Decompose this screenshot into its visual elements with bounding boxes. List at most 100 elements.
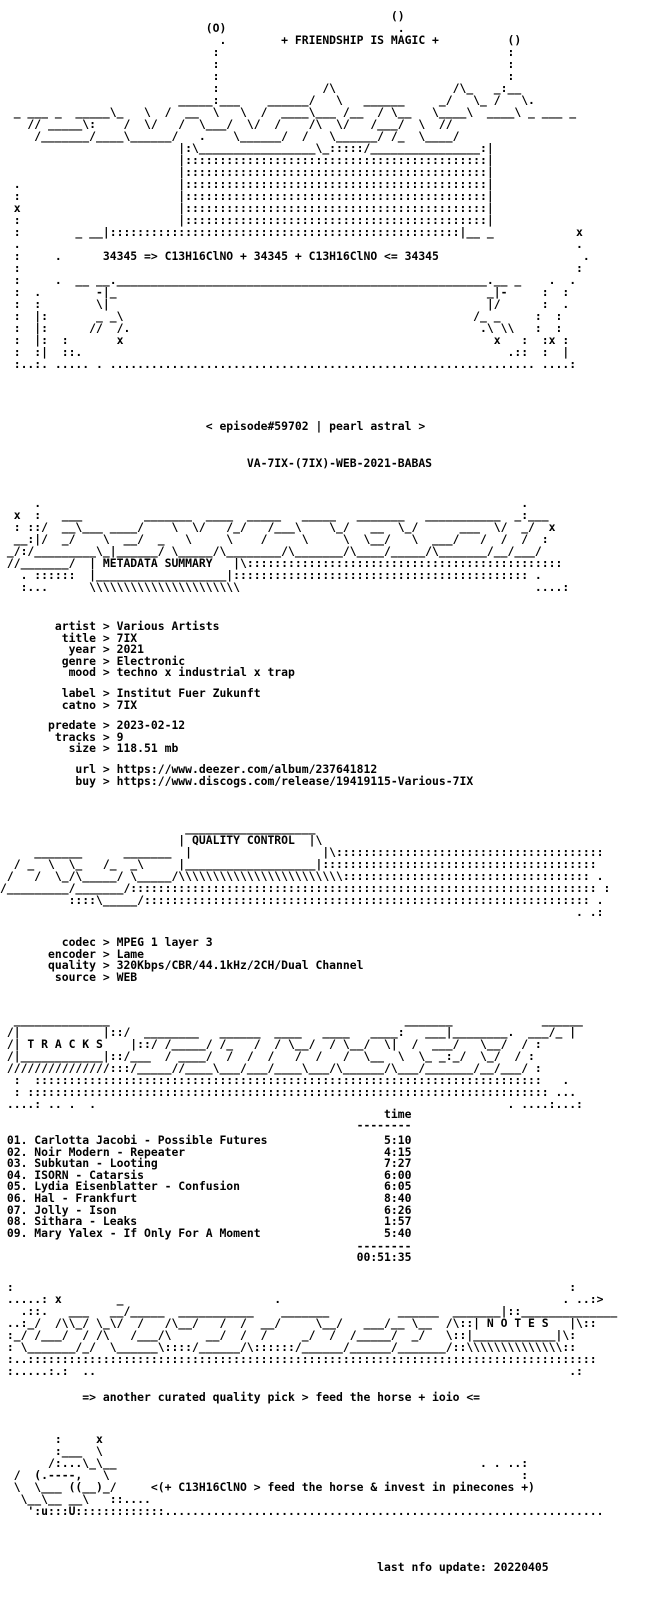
quality-section-art: /_________/_______/:::::::::::::::::::::… xyxy=(0,881,611,895)
logo-art-line: (O) . xyxy=(0,21,405,35)
footer-art: ':u:::U:::::::::::::....................… xyxy=(0,1504,604,1518)
track-row: 04. ISORN - Catarsis 6:00 xyxy=(0,1167,412,1182)
footer-art: / (.----, \ : xyxy=(0,1468,529,1482)
notes-section-art: :..:::::::::::::::::::::::::::::::::::::… xyxy=(0,1352,597,1366)
tracks-section-art: : ::::::::::::::::::::::::::::::::::::::… xyxy=(0,1085,577,1099)
logo-art-line: // _____\: / \/ / \___/ \/ / /\ \/ /___/… xyxy=(0,117,453,131)
quality-codec: codec > MPEG 1 layer 3 xyxy=(0,935,213,949)
notes-section-art: .::. ___ __/_____ ___________ _______ __… xyxy=(0,1304,618,1318)
quality-encoder: encoder > Lame xyxy=(0,946,145,961)
track-row: 06. Hal - Frankfurt 8:40 xyxy=(0,1191,412,1205)
metadata-mood: mood > techno x industrial x trap xyxy=(0,665,295,680)
logo-art-line: _____:___ ______/ \ ______ _/ \_ / \. xyxy=(0,93,535,107)
notes-section-art: : \_______/_/ \______\::::/______/\:::::… xyxy=(0,1340,577,1354)
track-row: 07. Jolly - Ison 6:26 xyxy=(0,1202,412,1217)
notes-section-art: :.....:.: .. .: xyxy=(0,1364,583,1378)
tracks-time-header: time xyxy=(0,1107,412,1121)
tracks-section-art: /| T R A C K S |::/ /_____/ /_ / / \__/ … xyxy=(0,1037,542,1051)
metadata-predate: predate > 2023-02-12 xyxy=(0,718,186,733)
tracks-section-art: : ::::::::::::::::::::::::::::::::::::::… xyxy=(0,1073,570,1087)
quality-source: source > WEB xyxy=(0,969,138,984)
last-update: last nfo update: 20220405 xyxy=(0,1560,549,1574)
notes-section-art: ..:_/ /\\_/ \_\/ / /\__/ / / __/ \__/ __… xyxy=(0,1316,597,1330)
logo-art-line: _ ___ _ _____\_ \ / __ \ \ / ____\___ /_… xyxy=(0,105,577,119)
quality-section-art: | QUALITY CONTROL |\ xyxy=(0,833,323,847)
notes-section-art: :_/ /___/ / /\ /___/\ __/ / / _/ / /____… xyxy=(0,1328,577,1342)
logo-art-line: : |:::::::::::::::::::::::::::::::::::::… xyxy=(0,189,494,203)
tracks-section-art: /| |::/ ________ ______ ____ ____ ____: … xyxy=(0,1025,577,1039)
footer-art: \ \___ ((__)_/ xyxy=(0,1480,131,1494)
footer-art: : x xyxy=(0,1432,103,1446)
episode-label: < episode#59702 | pearl astral > xyxy=(0,419,426,433)
tracks-section-art: ______________ _______ ______ xyxy=(0,1013,583,1027)
track-row: 02. Noir Modern - Repeater 4:15 xyxy=(0,1144,412,1159)
logo-art-line: . + FRIENDSHIP IS MAGIC + () xyxy=(0,33,522,47)
metadata-section-art: x : ___ _______ ____ _____ _____ _______… xyxy=(0,508,549,522)
logo-art-line: :..:. ..... . ..........................… xyxy=(0,357,577,371)
metadata-url: url > https://www.deezer.com/album/23764… xyxy=(0,762,378,776)
track-row: 08. Sithara - Leaks 1:57 xyxy=(0,1214,412,1229)
quality-quality: quality > 320Kbps/CBR/44.1kHz/2CH/Dual C… xyxy=(0,958,364,973)
metadata-genre: genre > Electronic xyxy=(0,653,186,668)
notes-section-art: : : xyxy=(0,1280,577,1294)
metadata-section-art: . . xyxy=(0,496,529,510)
quality-section-art: . .: xyxy=(0,905,604,919)
metadata-section-art: _/:/_________\_|______/ \_____/\________… xyxy=(0,544,542,558)
logo-art-line: : . __ __.______________________________… xyxy=(0,273,577,287)
logo-art-line: : : \| |/ : . xyxy=(0,297,570,311)
metadata-section-art: :... \\\\\\\\\\\\\\\\\\\\\\ ....: xyxy=(0,580,570,594)
logo-art-line: : |: : x x : :x : xyxy=(0,333,570,347)
footer-art: \__\__ __\ ::.... xyxy=(0,1492,151,1506)
logo-art-line: : : xyxy=(0,57,515,71)
track-row: 05. Lydia Eisenblatter - Confusion 6:05 xyxy=(0,1179,412,1194)
logo-art-line: |:\_________________\_:::::/____________… xyxy=(0,141,494,155)
logo-art-line: : : xyxy=(0,261,583,275)
tracks-divider: -------- xyxy=(0,1239,412,1253)
track-row: 09. Mary Yalex - If Only For A Moment 5:… xyxy=(0,1225,412,1240)
logo-art-line: : :| ::. .:: : | xyxy=(0,345,570,359)
metadata-section-art: __:|/ _/ \ __/ _ \ \ / \ \ \__/ \ ___/ /… xyxy=(0,532,549,546)
quality-section-art: ___________________ xyxy=(0,821,316,835)
notes-section-art: .....: x _ . . ..:> xyxy=(0,1292,604,1306)
metadata-tracks: tracks > 9 xyxy=(0,729,124,744)
quality-section-art: ::::\_____/:::::::::::::::::::::::::::::… xyxy=(0,893,604,907)
metadata-label: label > Institut Fuer Zukunft xyxy=(0,686,261,700)
logo-art-line: : _ __|:::::::::::::::::::::::::::::::::… xyxy=(0,225,583,239)
metadata-catno: catno > 7IX xyxy=(0,697,138,712)
footer-tag: <(+ C13H16ClNO > feed the horse & invest… xyxy=(0,1480,535,1494)
logo-art-line: |:::::::::::::::::::::::::::::::::::::::… xyxy=(0,153,494,167)
metadata-title: title > 7IX xyxy=(0,630,138,645)
track-row: 03. Subkutan - Looting 7:27 xyxy=(0,1156,412,1171)
logo-art-line: : |: // /. .\ \\ : : xyxy=(0,321,563,335)
quality-section-art: / _ \ \_ /_ _\ |___________________|::::… xyxy=(0,857,597,871)
metadata-buy: buy > https://www.discogs.com/release/19… xyxy=(0,773,474,788)
metadata-section-art: //_______/ | METADATA SUMMARY |\::::::::… xyxy=(0,556,563,570)
release-name: VA-7IX-(7IX)-WEB-2021-BABAS xyxy=(0,456,433,470)
tracks-section-art: ///////////////:::/_____//____\___/___/_… xyxy=(0,1061,542,1075)
footer-art: :___ \ xyxy=(0,1444,103,1458)
logo-art-line: /_______/____\______/ . \______/ / \____… xyxy=(0,129,460,143)
logo-art-line: : |: _ _\ /_ _ : : xyxy=(0,309,563,323)
logo-art-line: () xyxy=(0,9,405,23)
track-row: 01. Carlotta Jacobi - Possible Futures 5… xyxy=(0,1133,412,1147)
logo-art-line: : . 34345 => C13H16ClNO + 34345 + C13H16… xyxy=(0,249,590,263)
logo-art-line: : : xyxy=(0,69,515,83)
logo-art-line: |:::::::::::::::::::::::::::::::::::::::… xyxy=(0,165,494,179)
notes-text: => another curated quality pick > feed t… xyxy=(0,1390,481,1404)
quality-section-art: / / \_/\_____/ \_____/\\\\\\\\\\\\\\\\\\… xyxy=(0,869,604,883)
logo-art-line: x |:::::::::::::::::::::::::::::::::::::… xyxy=(0,201,494,215)
metadata-artist: artist > Various Artists xyxy=(0,619,220,633)
tracks-section-art: ....: .. . . . ....:...: xyxy=(0,1097,583,1111)
metadata-size: size > 118.51 mb xyxy=(0,741,179,756)
metadata-section-art: . :::::: |___________________|::::::::::… xyxy=(0,568,542,582)
tracks-section-art: /|____________|::/___ / ____/ / / / / / … xyxy=(0,1049,535,1063)
footer-art: /:...\_\__ . . ..: xyxy=(0,1456,529,1470)
metadata-year: year > 2021 xyxy=(0,642,145,657)
quality-section-art: _______ _______ | |\::::::::::::::::::::… xyxy=(0,845,604,859)
logo-art-line: . |:::::::::::::::::::::::::::::::::::::… xyxy=(0,177,494,191)
tracks-total-time: 00:51:35 xyxy=(0,1250,412,1264)
logo-art-line: : /\ /\_ _:__ xyxy=(0,81,535,95)
logo-art-line: . . xyxy=(0,237,583,251)
logo-art-line: : |:::::::::::::::::::::::::::::::::::::… xyxy=(0,213,494,227)
metadata-section-art: : ::/ __\___ ____/ \ \/ /_/ /___\ \_/ __… xyxy=(0,520,556,534)
